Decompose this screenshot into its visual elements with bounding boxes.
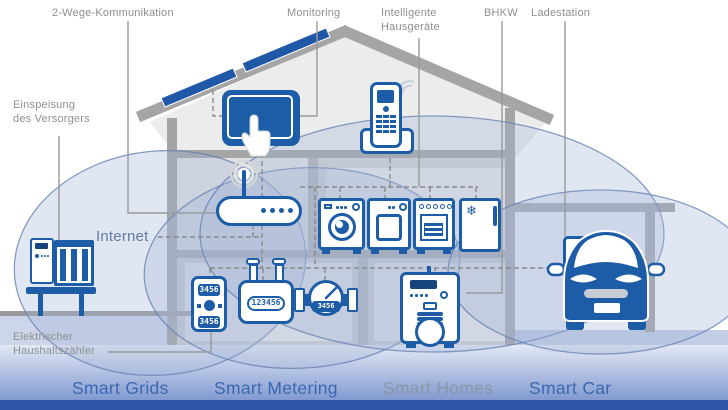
fridge-handle: [493, 206, 497, 226]
router-antenna: [242, 170, 246, 198]
label-household-meter-1: Elektrischer: [13, 331, 73, 343]
street-line: [0, 311, 193, 316]
right-wall: [505, 108, 515, 345]
washing-machine-icon: [318, 198, 365, 254]
snowflake-icon: ❄: [466, 203, 477, 218]
router-body: [216, 196, 302, 226]
link-internet-router: [158, 226, 262, 238]
leader-household-meter: [108, 332, 212, 353]
oven-window: [420, 214, 448, 241]
link-meter-bus: [209, 267, 560, 284]
electric-meter-display-bottom: 3456: [198, 316, 220, 328]
zone-label-smart-car: Smart Car: [529, 378, 612, 398]
interior-wall: [308, 158, 318, 250]
link-appliance-bus: [300, 150, 478, 268]
hand-cursor-icon: [241, 114, 271, 157]
router-icon: [216, 160, 302, 228]
label-feed-in-2: des Versorgers: [13, 113, 90, 125]
fridge-icon: ❄: [459, 198, 501, 252]
mid-floor: [177, 250, 505, 258]
leader-bhkw: [466, 21, 503, 294]
gas-meter-icon: 123456: [238, 258, 296, 326]
carport-ground: [515, 330, 728, 346]
link-solar-tablet: [212, 90, 224, 117]
label-intelligent-appliances-2: Hausgeräte: [381, 21, 440, 33]
label-internet: Internet: [96, 228, 149, 245]
bhkw-body: [400, 272, 460, 347]
label-feed-in-1: Einspeisung: [13, 99, 76, 111]
substation-meter: [30, 238, 54, 284]
bottom-bar: [0, 400, 728, 410]
roof-right-slope: [339, 24, 555, 126]
label-bhkw: BHKW: [484, 7, 518, 19]
electric-meter-icon: 3456 3456: [191, 276, 227, 332]
substation-block: [54, 240, 94, 286]
monitoring-tablet-icon: [222, 90, 300, 157]
phone-screen: [377, 90, 394, 103]
water-meter-icon: 3456: [294, 278, 358, 326]
oven-icon: [413, 198, 455, 254]
water-meter-display: 3456: [312, 301, 340, 312]
phone-nav-button: [383, 106, 389, 112]
basement-wall: [358, 258, 368, 345]
attic-floor: [167, 150, 515, 158]
zone-label-smart-homes: Smart Homes: [383, 378, 494, 398]
solar-panel-icon: [241, 27, 331, 73]
dryer-knob: [399, 203, 407, 211]
label-household-meter-2: Haushaltszähler: [13, 345, 95, 357]
gas-meter-display: 123456: [247, 296, 285, 311]
washer-knob: [352, 203, 360, 211]
smart-phone-icon: [360, 80, 415, 154]
bhkw-button: [440, 291, 448, 299]
leader-two-way: [127, 21, 218, 214]
bhkw-display: [410, 280, 437, 289]
phone-handset: [370, 82, 402, 148]
label-charging-station: Ladestation: [531, 7, 591, 19]
gas-meter-body: 123456: [238, 280, 294, 324]
electric-car-icon: [546, 229, 666, 330]
bhkw-burner: [415, 317, 445, 347]
label-two-way-communication: 2-Wege-Kommunikation: [52, 7, 174, 19]
dryer-icon: [367, 198, 411, 254]
leader-monitoring: [298, 21, 318, 117]
label-monitoring: Monitoring: [287, 7, 341, 19]
carport-beam: [515, 203, 675, 212]
zone-label-smart-grids: Smart Grids: [72, 378, 169, 398]
substation-base: [26, 287, 96, 294]
dryer-door: [376, 214, 402, 241]
phone-keypad: [376, 115, 396, 137]
left-wall: [167, 118, 177, 345]
washer-drawer: [324, 204, 332, 209]
substation-icon: [26, 226, 96, 318]
label-intelligent-appliances-1: Intelligente: [381, 7, 437, 19]
electric-meter-display-top: 3456: [198, 284, 220, 296]
street-left: [0, 316, 177, 346]
bhkw-unit-icon: [398, 266, 462, 350]
solar-panel-icon: [160, 67, 238, 108]
zone-label-smart-metering: Smart Metering: [214, 378, 338, 398]
washer-door: [328, 213, 356, 241]
